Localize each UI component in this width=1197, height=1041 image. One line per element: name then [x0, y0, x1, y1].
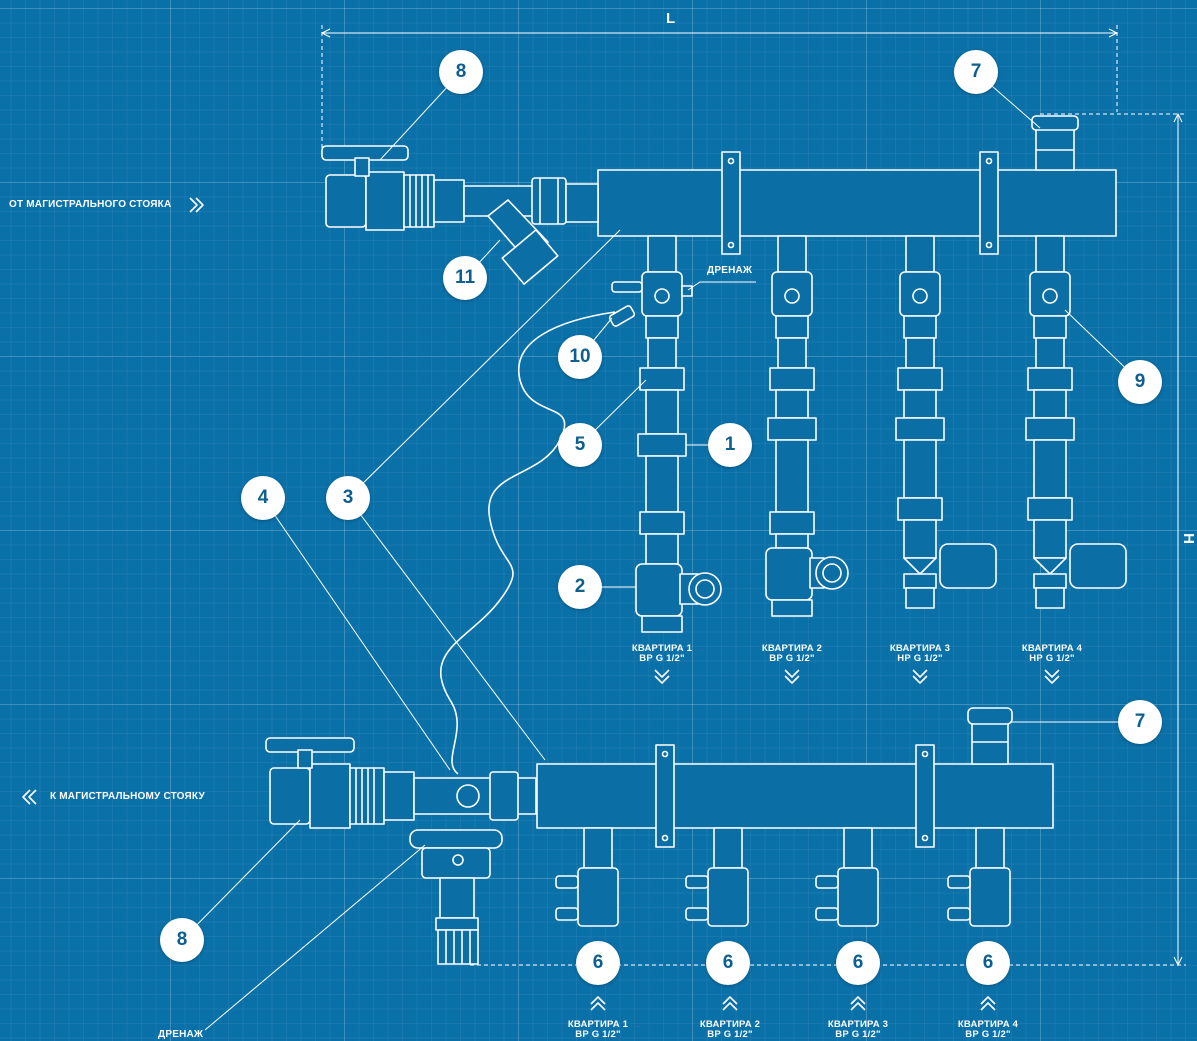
return-outlet-4: КВАРТИРА 4 ВР G 1/2" [938, 1020, 1038, 1040]
return-outlet-thread: ВР G 1/2" [965, 1029, 1011, 1040]
outlet-valve-assembly [265, 737, 537, 965]
supply-outlet-1: КВАРТИРА 1 ВР G 1/2" [612, 644, 712, 664]
return-outlet-name: КВАРТИРА 4 [957, 1019, 1019, 1030]
supply-outlet-name: КВАРТИРА 4 [1021, 643, 1083, 654]
return-outlet-thread: ВР G 1/2" [575, 1029, 621, 1040]
return-outlet-3: КВАРТИРА 3 ВР G 1/2" [808, 1020, 908, 1040]
callout-5-coupling: 5 [558, 423, 602, 467]
drain-top-pointer [687, 281, 756, 291]
return-outlet-name: КВАРТИРА 2 [699, 1019, 761, 1030]
drain-top-label: ДРЕНАЖ [707, 265, 753, 276]
return-outlet-thread: ВР G 1/2" [707, 1029, 753, 1040]
inlet-valve-assembly [321, 145, 599, 285]
callout-7-air-vent-top: 7 [954, 50, 998, 94]
callout-8-outlet-valve: 8 [160, 918, 204, 962]
callout-1-meter: 1 [708, 423, 752, 467]
return-outlet-thread: ВР G 1/2" [835, 1029, 881, 1040]
supply-manifold [597, 115, 1117, 255]
return-outlet-2: КВАРТИРА 2 ВР G 1/2" [680, 1020, 780, 1040]
return-manifold [536, 707, 1054, 848]
supply-arrow-icon-4 [1044, 669, 1060, 684]
callout-6-return-valve-2: 6 [706, 941, 750, 985]
inlet-arrow-icon [189, 197, 204, 213]
supply-outlet-2: КВАРТИРА 2 ВР G 1/2" [742, 644, 842, 664]
impulse-tube [439, 311, 616, 775]
supply-arrow-icon-3 [912, 669, 928, 684]
dimension-h-label: H [1179, 533, 1197, 544]
return-outlet-name: КВАРТИРА 1 [567, 1019, 629, 1030]
supply-arrow-icon-1 [654, 669, 670, 684]
outlet-arrow-icon [22, 789, 37, 805]
supply-outlet-thread: ВР G 1/2" [769, 653, 815, 664]
callout-6-return-valve-4: 6 [966, 941, 1010, 985]
supply-outlet-thread: НР G 1/2" [1029, 653, 1075, 664]
drain-bottom-label: ДРЕНАЖ [158, 1029, 204, 1040]
dimension-l-line [320, 25, 1119, 148]
supply-outlet-thread: НР G 1/2" [897, 653, 943, 664]
callout-2-check-valve: 2 [558, 565, 602, 609]
callout-11-strainer: 11 [443, 256, 487, 300]
callout-10-drain-valve: 10 [558, 335, 602, 379]
callout-6-return-valve-1: 6 [576, 941, 620, 985]
supply-arrow-icon-2 [784, 669, 800, 684]
dimension-l-label: L [666, 10, 676, 27]
callout-9-branch-valve: 9 [1118, 360, 1162, 404]
callout-4-impulse-tube: 4 [241, 476, 285, 520]
dimension-h-line [470, 112, 1186, 967]
callout-6-return-valve-3: 6 [836, 941, 880, 985]
supply-outlet-name: КВАРТИРА 1 [631, 643, 693, 654]
return-arrow-icon-2 [722, 996, 738, 1011]
supply-outlet-thread: ВР G 1/2" [639, 653, 685, 664]
supply-outlet-name: КВАРТИРА 2 [761, 643, 823, 654]
callout-3-manifold: 3 [326, 476, 370, 520]
return-arrow-icon-3 [850, 996, 866, 1011]
callout-8-inlet-valve: 8 [439, 50, 483, 94]
return-arrow-icon-1 [590, 996, 606, 1011]
return-valves [555, 827, 1011, 927]
outlet-label: К МАГИСТРАЛЬНОМУ СТОЯКУ [50, 791, 205, 802]
supply-branches [608, 235, 1127, 633]
return-arrow-icon-4 [980, 996, 996, 1011]
supply-outlet-name: КВАРТИРА 3 [889, 643, 951, 654]
supply-outlet-3: КВАРТИРА 3 НР G 1/2" [870, 644, 970, 664]
return-outlet-name: КВАРТИРА 3 [827, 1019, 889, 1030]
inlet-label: ОТ МАГИСТРАЛЬНОГО СТОЯКА [9, 199, 172, 210]
supply-outlet-4: КВАРТИРА 4 НР G 1/2" [1002, 644, 1102, 664]
return-outlet-1: КВАРТИРА 1 ВР G 1/2" [548, 1020, 648, 1040]
callout-7-air-vent-bottom: 7 [1118, 700, 1162, 744]
